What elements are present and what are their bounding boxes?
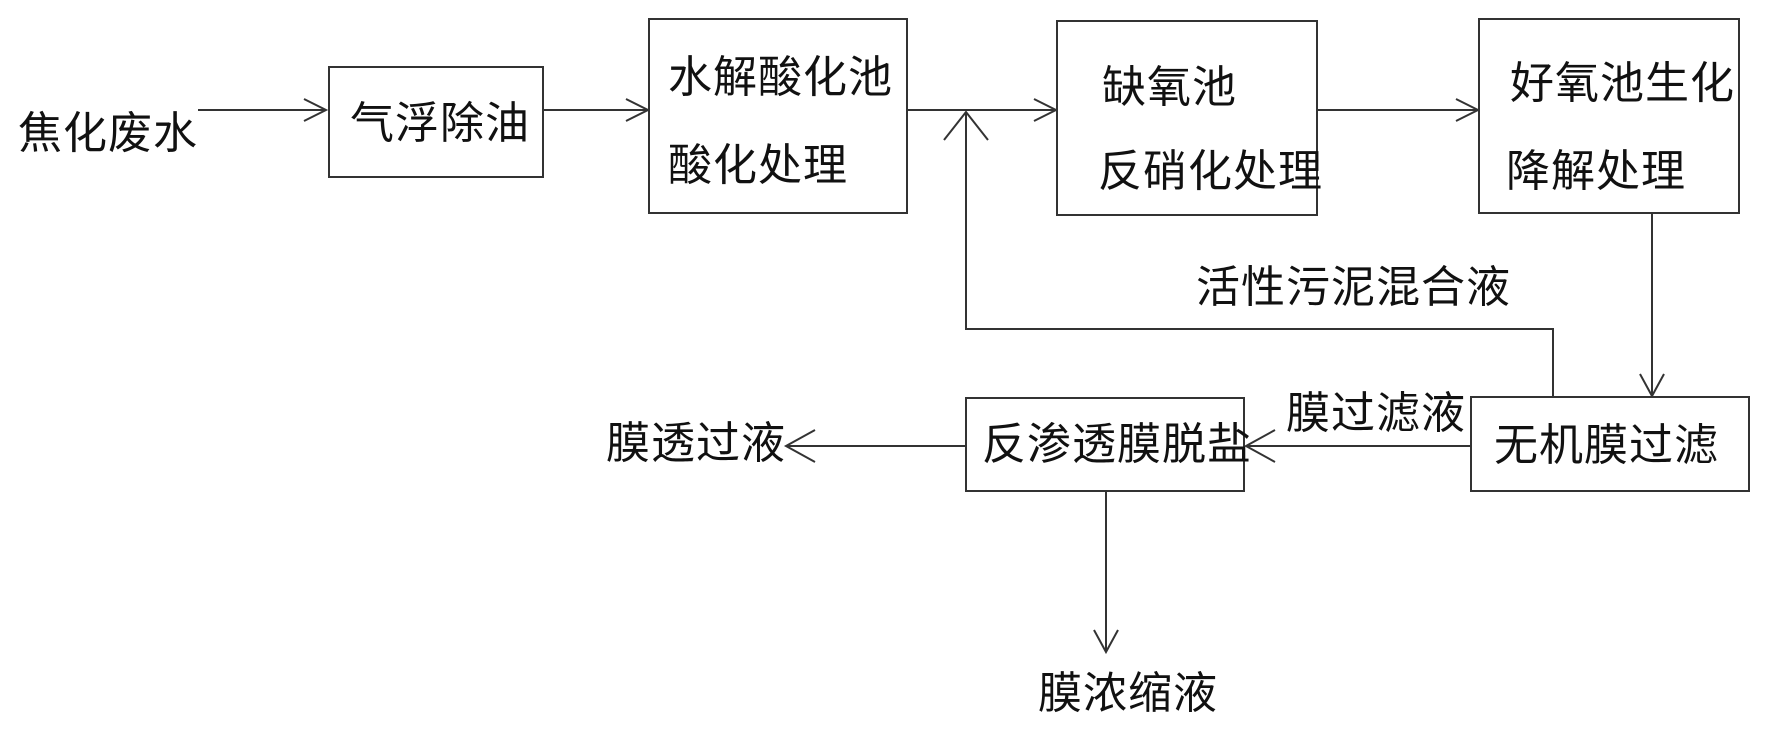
node-hydrolysis	[648, 18, 908, 214]
node-anoxic	[1056, 20, 1318, 216]
node-aerobic-label-line1: 好氧池生化	[1510, 58, 1735, 109]
arrow-head-icon	[783, 429, 816, 463]
arrow-head-icon	[1093, 629, 1119, 655]
arrow-head-icon	[1243, 429, 1276, 463]
node-anoxic-label-line1: 缺氧池	[1102, 62, 1237, 113]
node-hydrolysis-label-line2: 酸化处理	[668, 140, 848, 191]
node-inorganic-membrane	[1470, 396, 1750, 492]
node-aerobic-label-line2: 降解处理	[1506, 146, 1686, 197]
node-inorganic-membrane-label: 无机膜过滤	[1494, 420, 1719, 471]
node-reverse-osmosis-label: 反渗透膜脱盐	[982, 419, 1252, 470]
node-reverse-osmosis	[965, 397, 1245, 492]
source-label: 焦化废水	[18, 108, 198, 159]
node-flotation	[328, 66, 544, 178]
node-anoxic-label-line2: 反硝化处理	[1098, 146, 1323, 197]
edge-label-membrane-filtrate: 膜过滤液	[1286, 388, 1466, 439]
node-aerobic	[1478, 18, 1740, 214]
edge-label-sludge-return: 活性污泥混合液	[1196, 262, 1511, 313]
node-flotation-label: 气浮除油	[350, 98, 530, 149]
edge-sludge-return	[965, 112, 1554, 396]
node-hydrolysis-label-line1: 水解酸化池	[668, 52, 893, 103]
output-concentrate-label: 膜浓缩液	[1038, 668, 1218, 719]
arrow-head-icon	[303, 98, 329, 122]
arrow-head-icon	[943, 110, 989, 141]
output-permeate-label: 膜透过液	[606, 418, 786, 469]
